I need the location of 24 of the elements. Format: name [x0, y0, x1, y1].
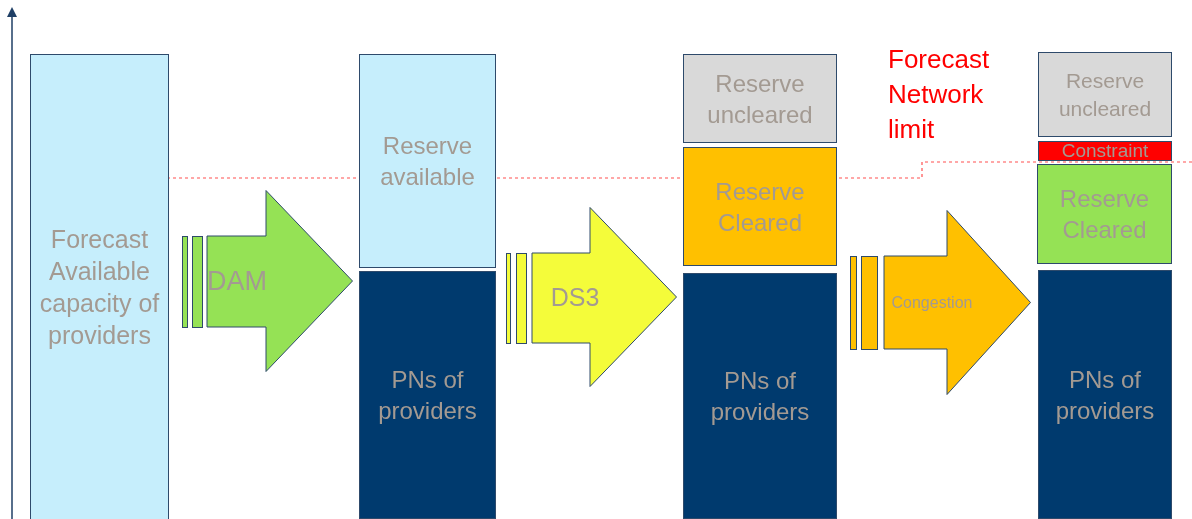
- segment-label: Reserve Cleared: [1058, 184, 1151, 245]
- segment-label: Reserve Cleared: [714, 176, 806, 238]
- stacked-bar-segment: [683, 273, 837, 519]
- segment-label: PNs of providers: [1054, 364, 1156, 426]
- stacked-bar-segment: [1037, 164, 1172, 264]
- segment-label: Reserve uncleared: [1057, 67, 1153, 122]
- stacked-bar-segment: [1038, 270, 1172, 519]
- segment-label: Constraint: [1060, 141, 1150, 161]
- segment-label: PNs of providers: [377, 365, 478, 426]
- segment-label: PNs of providers: [709, 366, 811, 427]
- arrow-label: DAM: [207, 265, 266, 297]
- stacked-bar-segment: [683, 147, 837, 266]
- stacked-bar-segment: [1038, 52, 1172, 137]
- segment-label: Reserve uncleared: [706, 68, 814, 130]
- stacked-bar-segment: [1038, 141, 1172, 161]
- segment-label: Forecast Available capacity of providers: [38, 224, 161, 351]
- stacked-bar-segment: [30, 54, 169, 519]
- arrow-label: Congestion: [890, 292, 974, 313]
- stacked-bar-segment: [683, 54, 837, 143]
- stacked-bar-segment: [359, 271, 496, 519]
- segment-label: Reserve available: [379, 131, 476, 192]
- stacked-bar-segment: [359, 54, 496, 268]
- arrow-label: DS3: [549, 282, 601, 312]
- limit-label: Forecast Network limit: [888, 43, 991, 146]
